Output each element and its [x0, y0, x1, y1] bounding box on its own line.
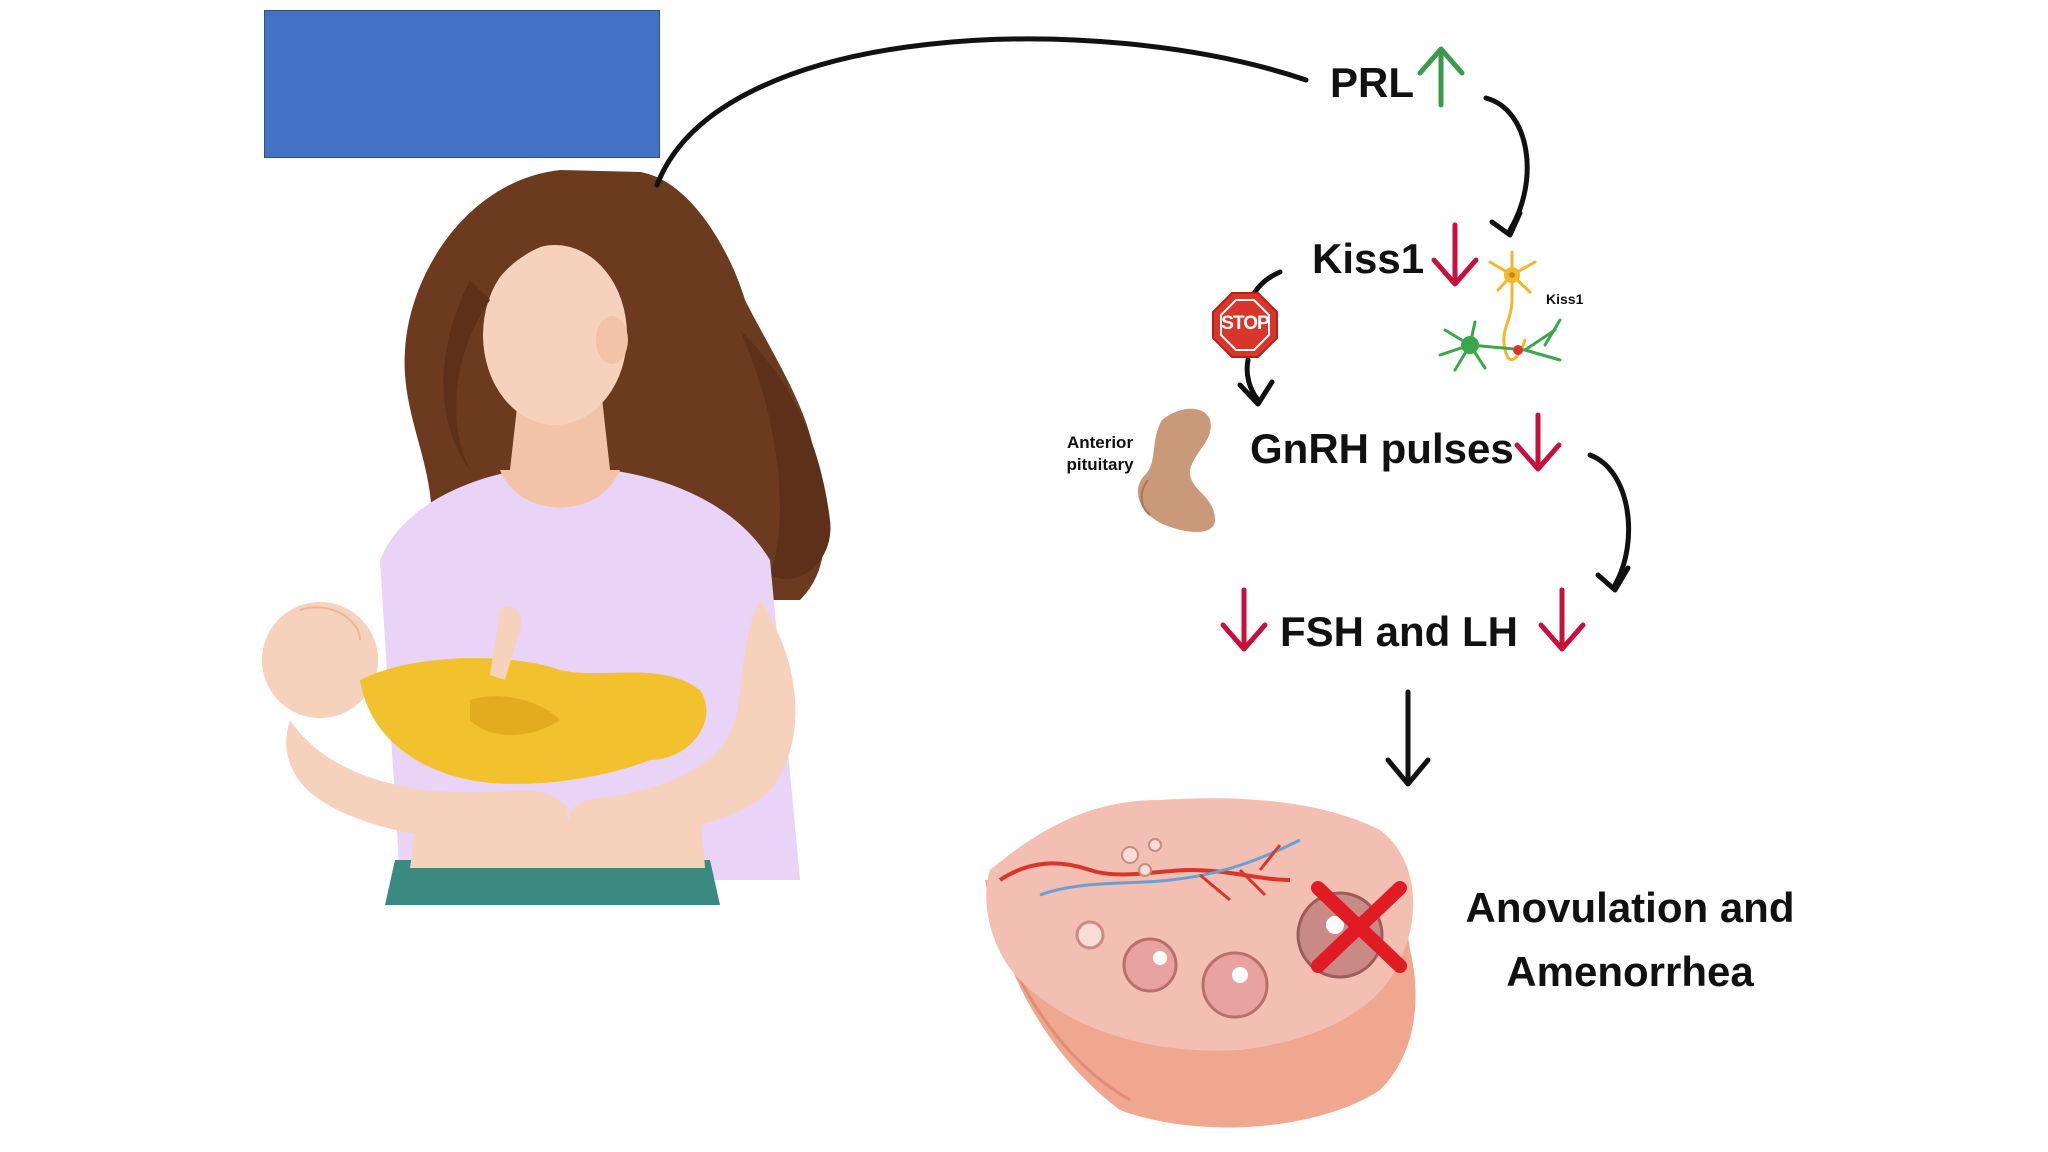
connector-fsh-to-ovary — [1385, 689, 1431, 787]
fsh-lh-label: FSH and LH — [1280, 608, 1518, 655]
fsh-left-down-arrow — [1220, 587, 1268, 652]
connector-gnrh-to-fsh — [1587, 452, 1632, 588]
outcome-line-1: Anovulation and — [1465, 884, 1795, 931]
neuron-kiss1-label: Kiss1 — [1546, 291, 1584, 307]
lh-right-down-arrow — [1538, 587, 1586, 652]
gnrh-label: GnRH pulses — [1250, 425, 1514, 472]
red-cross-icon — [1311, 881, 1407, 973]
kiss1-down-arrow — [1431, 222, 1479, 287]
breastfeeding-mother-illustration — [262, 170, 831, 905]
connector-mother-to-prl — [654, 36, 1309, 188]
prl-up-arrow — [1417, 46, 1465, 108]
blue-box — [264, 10, 660, 158]
anterior-pituitary-label: Anterior pituitary — [1066, 433, 1134, 474]
kiss1-label: Kiss1 — [1312, 235, 1425, 282]
anterior-pituitary-icon — [1137, 408, 1215, 532]
kiss1-neuron-icon — [1438, 250, 1562, 372]
connector-prl-to-kiss1 — [1483, 95, 1530, 233]
gnrh-down-arrow — [1514, 412, 1562, 472]
ovary-illustration — [985, 798, 1416, 1128]
outcome-line-2: Amenorrhea — [1506, 948, 1754, 995]
stop-sign-icon — [1212, 292, 1278, 358]
prl-label: PRL — [1330, 59, 1414, 106]
stop-sign-label: STOP — [1221, 313, 1269, 334]
